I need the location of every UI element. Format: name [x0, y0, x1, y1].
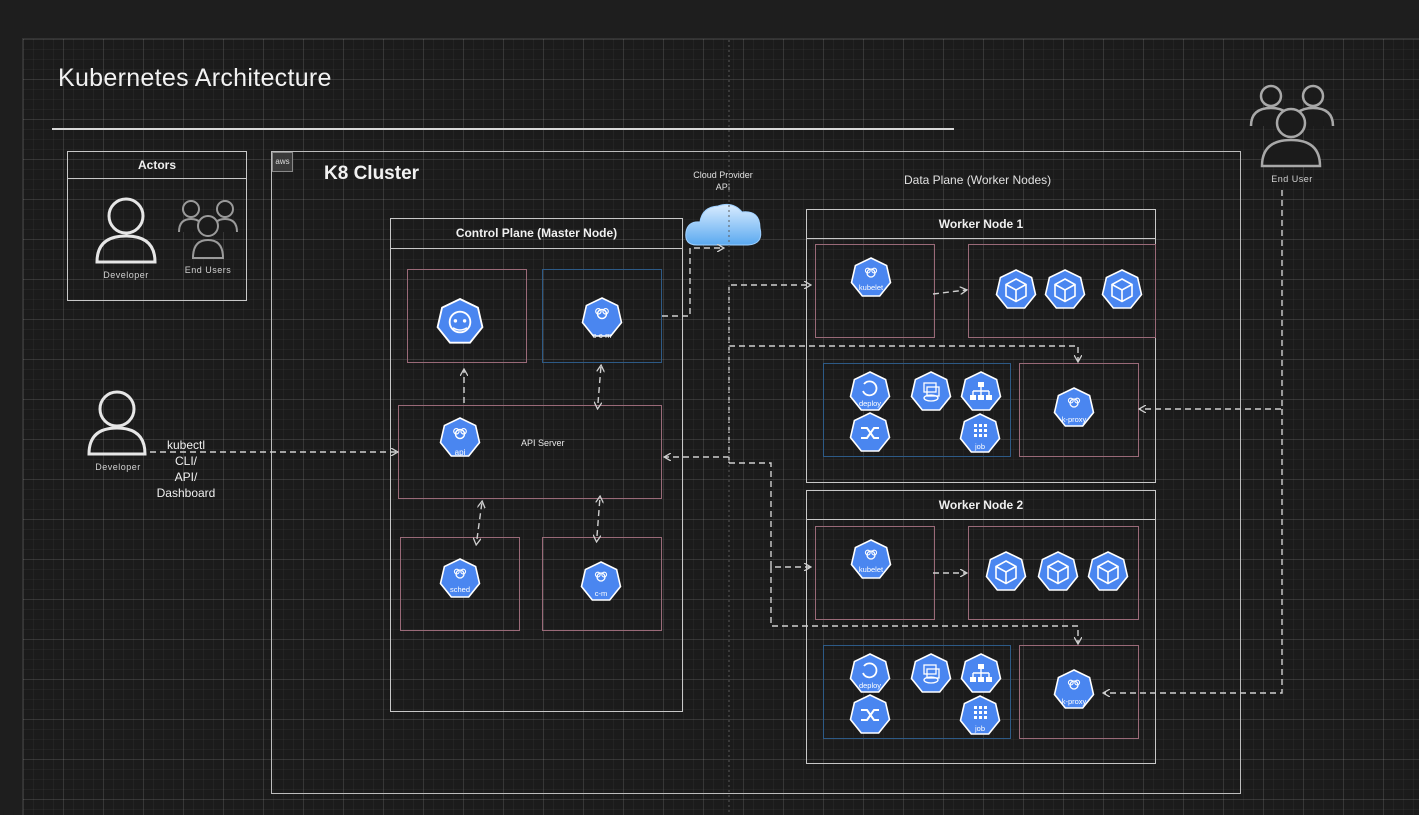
wn2-service-icon — [960, 653, 1002, 693]
developer-left-icon — [87, 390, 147, 456]
page-title: Kubernetes Architecture — [58, 64, 332, 92]
access-cli: CLI/ — [174, 454, 197, 468]
cluster-title: K8 Cluster — [324, 163, 420, 184]
title-divider — [52, 128, 954, 130]
wn1-pods-box — [968, 244, 1156, 338]
worker-node-1-panel: Worker Node 1 — [806, 209, 1156, 483]
actors-panel: Actors — [67, 151, 247, 301]
wn2-kubelet-label: kubelet — [858, 565, 884, 574]
wn2-pod-icon-3 — [1087, 551, 1129, 591]
wn2-job-label: job — [974, 724, 985, 733]
worker-node-1-header: Worker Node 1 — [807, 210, 1155, 239]
access-dashboard: Dashboard — [156, 486, 216, 500]
api-server-label: API Server — [521, 438, 565, 448]
wn2-shuffle-icon — [849, 694, 891, 734]
access-api: API/ — [174, 470, 198, 484]
wn1-kubelet-label: kubelet — [858, 283, 884, 292]
developer-icon — [95, 197, 157, 264]
wn1-deploy-icon — [849, 371, 891, 411]
wn1-deploy-label: deploy — [858, 399, 882, 408]
wn1-pod-icon-2 — [1044, 269, 1086, 309]
wn1-workloads-box — [823, 363, 1011, 457]
wn1-shuffle-icon — [849, 412, 891, 452]
sched-label: sched — [449, 585, 470, 594]
ccm-label: c-c-m — [592, 331, 612, 340]
wn1-job-icon — [959, 413, 1001, 453]
wn1-kubelet-box — [815, 244, 935, 338]
api-label: api — [454, 448, 466, 457]
control-plane-panel: Control Plane (Master Node) — [390, 218, 683, 712]
worker-node-2-panel: Worker Node 2 — [806, 490, 1156, 764]
wn2-workloads-box — [823, 645, 1011, 739]
etcd-box — [407, 269, 527, 363]
wn1-pod-icon-3 — [1101, 269, 1143, 309]
worker-node-2-header: Worker Node 2 — [807, 491, 1155, 520]
end-users-icon — [178, 200, 238, 259]
control-plane-header: Control Plane (Master Node) — [391, 219, 682, 249]
access-kubectl: kubectl — [166, 438, 206, 452]
wn2-kproxy-label: k-proxy — [1061, 697, 1087, 706]
wn2-pods-box — [968, 526, 1139, 620]
wn1-kproxy-label: k-proxy — [1061, 415, 1087, 424]
k8-cluster-boundary — [271, 151, 1241, 794]
wn2-kproxy-box — [1019, 645, 1139, 739]
cm-label: c-m — [594, 589, 608, 598]
ccm-box — [542, 269, 662, 363]
data-plane-label: Data Plane (Worker Nodes) — [904, 173, 1052, 187]
wn2-deploy-label: deploy — [858, 681, 882, 690]
wn2-pod-icon-2 — [1037, 551, 1079, 591]
sched-box — [400, 537, 520, 631]
end-user-label: End User — [1271, 174, 1313, 184]
actors-end-users-label: End Users — [184, 265, 232, 275]
wn1-job-label: job — [974, 442, 985, 451]
wn2-pod-icon-1 — [985, 551, 1027, 591]
diagram-canvas — [22, 38, 1419, 815]
wn2-rs-icon — [910, 653, 952, 693]
wn2-job-icon — [959, 695, 1001, 735]
cloud-provider-label: Cloud Provider API — [693, 170, 753, 192]
actors-header: Actors — [68, 152, 246, 179]
actors-developer-label: Developer — [103, 270, 149, 280]
etcd-icon — [436, 298, 484, 344]
aws-badge: aws — [272, 152, 293, 172]
wn1-pod-icon-1 — [995, 269, 1037, 309]
wn1-service-icon — [960, 371, 1002, 411]
access-methods: kubectl CLI/ API/ Dashboard — [148, 437, 224, 501]
developer-label: Developer — [95, 462, 141, 472]
end-user-icon — [1249, 84, 1335, 168]
wn2-deploy-icon — [849, 653, 891, 693]
wn1-rs-icon — [910, 371, 952, 411]
